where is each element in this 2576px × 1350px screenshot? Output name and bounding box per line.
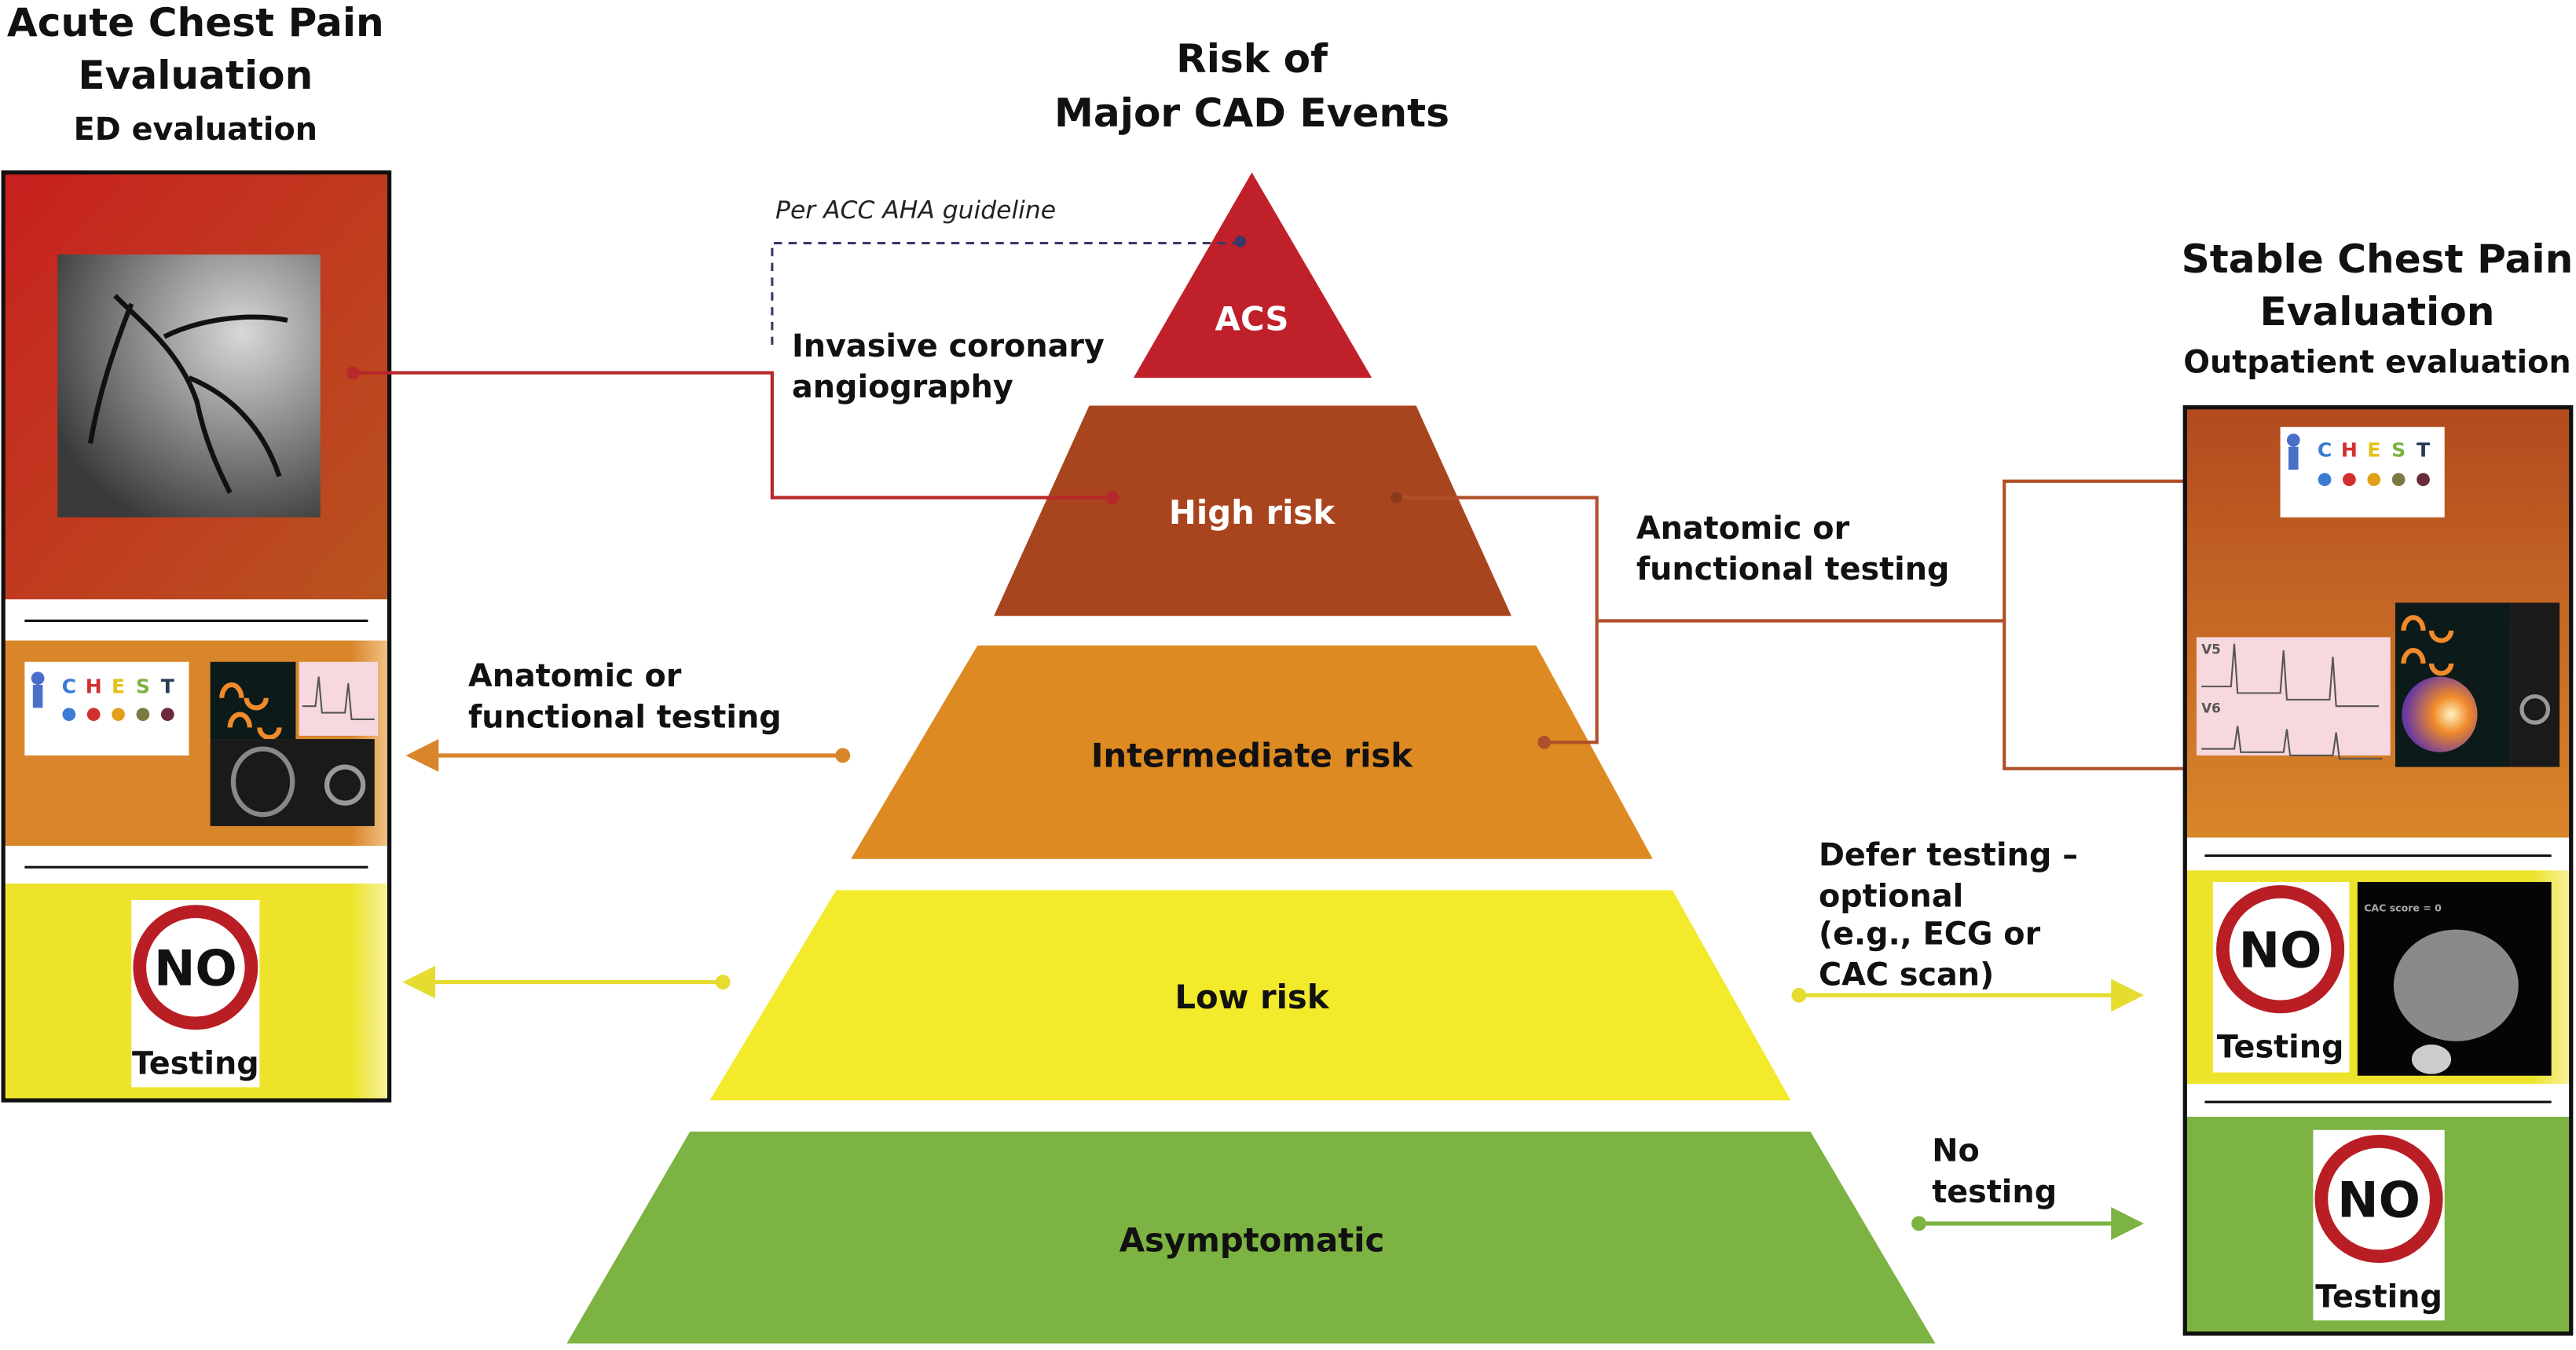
tier-label-high-risk: High risk	[1169, 493, 1336, 532]
stable-panel-border	[2182, 405, 2574, 1336]
defer-label-line4: CAC scan)	[1819, 957, 1994, 993]
svg-text:V5: V5	[2201, 641, 2221, 657]
no-testing-sign: NO Testing	[2212, 881, 2350, 1073]
acute-panel: C H E S T NO Testing	[1, 170, 392, 1103]
guideline-dashed-line	[771, 241, 1240, 346]
center-title-line1: Risk of	[1176, 35, 1328, 82]
angiography-connector	[353, 371, 1112, 499]
svg-text:V6: V6	[2201, 701, 2221, 716]
spect-image	[210, 661, 296, 740]
svg-text:Testing: Testing	[132, 1046, 259, 1082]
left-title-line2: Evaluation	[78, 52, 313, 98]
tier-acs	[1133, 172, 1372, 378]
svg-text:NO: NO	[2239, 922, 2322, 979]
acute-panel-border	[1, 170, 392, 1103]
svg-text:H: H	[86, 675, 102, 698]
right-title-line1: Stable Chest Pain	[2182, 236, 2574, 282]
echo-mri-image	[2510, 602, 2560, 767]
svg-text:CAC score = 0: CAC score = 0	[2364, 902, 2442, 914]
tier-intermediate-risk	[851, 645, 1653, 859]
svg-text:T: T	[2417, 438, 2430, 461]
left-subtitle: ED evaluation	[74, 112, 317, 148]
svg-text:S: S	[2391, 438, 2406, 461]
right-title-line2: Evaluation	[2259, 288, 2494, 335]
svg-text:NO: NO	[2337, 1172, 2420, 1229]
tier-label-asymptomatic: Asymptomatic	[1119, 1221, 1385, 1260]
risk-pyramid: ACS High risk Intermediate risk Low risk…	[566, 172, 1936, 1344]
no-testing-sign: NO Testing	[131, 899, 260, 1088]
guideline-label: Per ACC AHA guideline	[775, 196, 1056, 225]
svg-text:E: E	[2367, 438, 2380, 461]
defer-label-line1: Defer testing –	[1819, 837, 2078, 873]
invasive-label-line1: Invasive coronary	[792, 328, 1105, 364]
no-testing-sign: NO Testing	[2313, 1129, 2445, 1321]
ecg-image: V5 V6	[2196, 637, 2391, 760]
tier-label-low: Low risk	[1174, 978, 1329, 1016]
svg-text:S: S	[136, 675, 150, 698]
left-title-line1: Acute Chest Pain	[7, 0, 384, 46]
no-testing-label-line1: No	[1932, 1132, 1980, 1169]
tier-low-risk	[709, 890, 1791, 1101]
ecg-image	[299, 661, 378, 736]
svg-text:T: T	[161, 675, 174, 698]
svg-text:H: H	[2341, 438, 2358, 461]
svg-text:Testing: Testing	[2217, 1030, 2344, 1066]
svg-text:C: C	[62, 675, 76, 698]
coronary-vessels	[87, 294, 288, 494]
svg-text:NO: NO	[154, 940, 237, 997]
svg-text:C: C	[2318, 438, 2332, 461]
tier-high-risk	[994, 405, 1512, 616]
svg-text:E: E	[112, 675, 125, 698]
center-title-line2: Major CAD Events	[1054, 90, 1449, 136]
tier-label-acs: ACS	[1215, 299, 1289, 338]
cac-ct-image: CAC score = 0	[2357, 881, 2552, 1076]
left-testing-label-line2: functional testing	[468, 699, 782, 735]
left-testing-label-line1: Anatomic or	[468, 658, 682, 694]
defer-label-line3: (e.g., ECG or	[1819, 916, 2041, 952]
right-testing-label-line2: functional testing	[1636, 551, 1950, 587]
right-testing-label-line1: Anatomic or	[1636, 510, 1850, 547]
chest-card: C H E S T	[2280, 426, 2445, 518]
chest-card: C H E S T	[24, 661, 189, 755]
polar-map	[2402, 676, 2478, 752]
tier-asymptomatic	[566, 1131, 1936, 1344]
svg-text:Testing: Testing	[2315, 1279, 2442, 1315]
no-testing-label-line2: testing	[1932, 1174, 2057, 1210]
invasive-label-line2: angiography	[792, 369, 1013, 405]
right-subtitle: Outpatient evaluation	[2183, 345, 2571, 381]
stable-panel: C H E S T V5 V6 NO Testing	[2182, 405, 2574, 1336]
defer-label-line2: optional	[1819, 878, 1963, 914]
tier-label-intermediate: Intermediate risk	[1091, 737, 1413, 775]
